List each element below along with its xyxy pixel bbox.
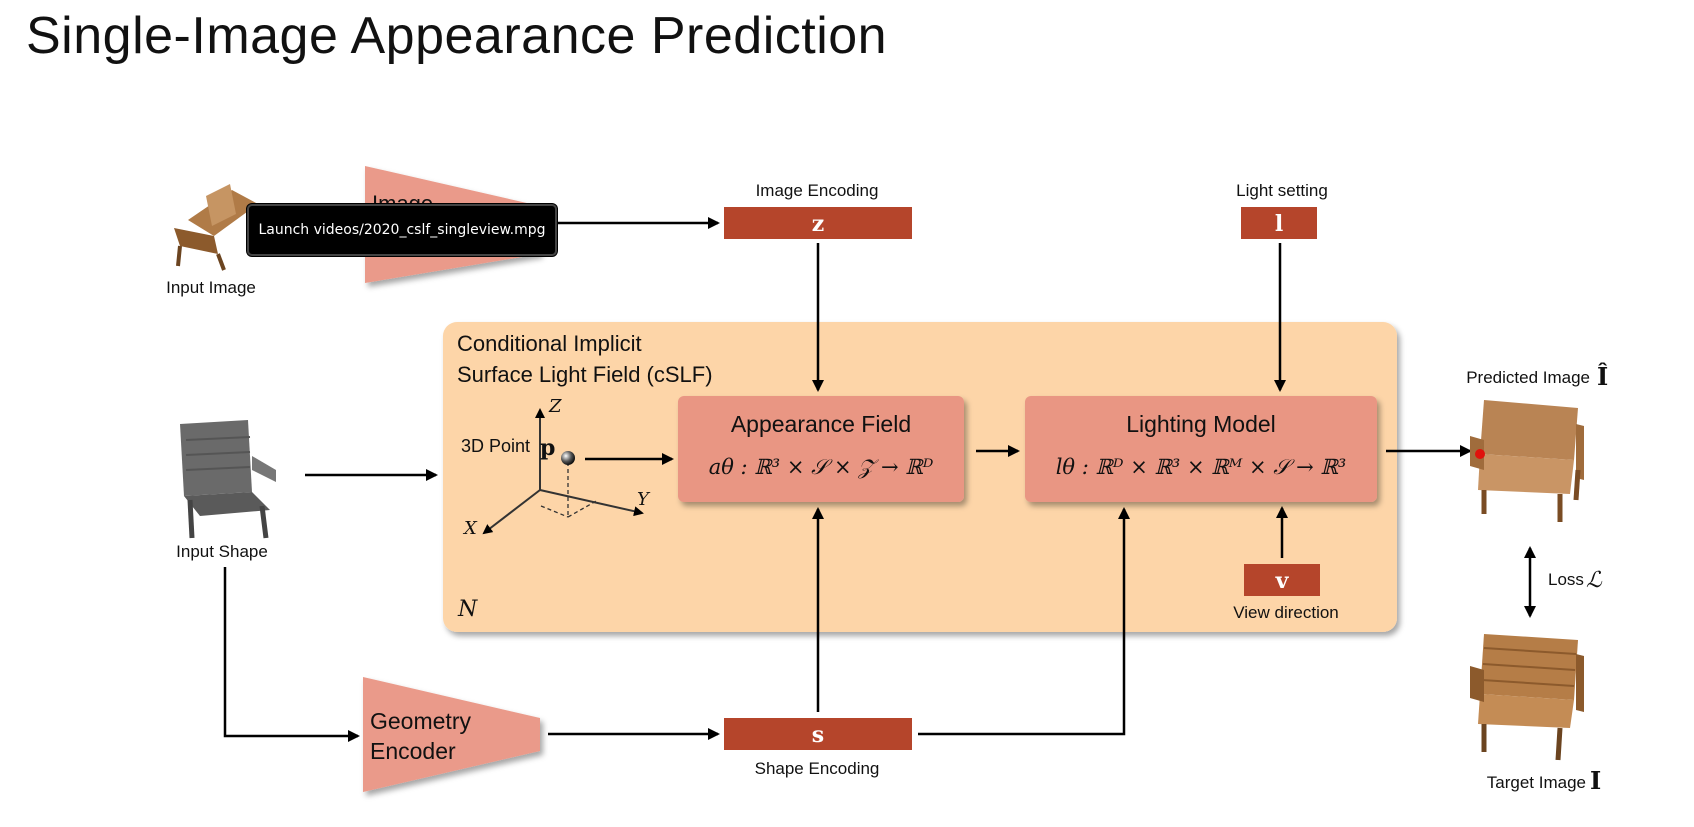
target-image-symbol: I [1590,766,1601,795]
axis-y-label: Y [637,489,651,510]
shape-encoding-box [724,718,912,750]
light-setting-box [1241,207,1317,239]
image-encoding-symbol: z [812,211,825,237]
axis-x-label: X [462,518,478,539]
lighting-model-formula: lθ : ℝᴰ × ℝ³ × ℝᴹ × 𝒮 → ℝ³ [1056,455,1347,479]
image-encoding-box [724,207,912,239]
shape-encoding-symbol: s [812,722,824,748]
target-image-label: Target Image [1487,773,1586,792]
point-ball-icon [561,451,575,465]
axes-3d-icon [482,408,644,535]
lighting-model-box [1025,396,1377,502]
shape-encoding-label: Shape Encoding [755,759,880,778]
loss-symbol: ℒ [1586,568,1603,593]
appearance-field-box [678,396,964,502]
cslf-title-line2: Surface Light Field (cSLF) [457,362,713,387]
loss-label: Loss [1548,570,1584,589]
input-image-chair-icon [174,184,260,271]
light-setting-label: Light setting [1236,181,1328,200]
predicted-image-chair-icon [1470,400,1584,522]
launch-video-tooltip[interactable]: Launch videos/2020_cslf_singleview.mpg [247,204,557,256]
appearance-field-title: Appearance Field [731,411,911,437]
cslf-title-line1: Conditional Implicit [457,331,642,356]
input-shape-chair-icon [180,420,276,539]
point-label: 3D Point [461,436,530,456]
view-direction-box [1244,564,1320,596]
geometry-encoder-label-line1: Geometry [370,708,471,734]
view-direction-symbol: v [1275,568,1290,594]
image-encoding-label: Image Encoding [756,181,879,200]
lighting-model-title: Lighting Model [1126,411,1276,437]
axis-z-label: Z [548,396,562,417]
page-title: Single-Image Appearance Prediction [26,7,888,65]
point-symbol: p [540,435,555,461]
geometry-encoder-label-line2: Encoder [370,738,456,764]
light-setting-symbol: l [1275,211,1283,237]
view-direction-label: View direction [1233,603,1339,622]
input-image-label: Input Image [166,278,256,297]
target-image-chair-icon [1470,634,1584,761]
appearance-field-formula: aθ : ℝ³ × 𝒮 × 𝒵 → ℝᴰ [709,455,934,479]
geometry-encoder-trapezoid [363,677,540,792]
batch-label: N [457,597,478,622]
predicted-image-label: Predicted Image [1466,368,1590,387]
input-shape-label: Input Shape [176,542,268,561]
arrows [223,217,1536,742]
predicted-image-symbol: Î [1597,362,1608,391]
